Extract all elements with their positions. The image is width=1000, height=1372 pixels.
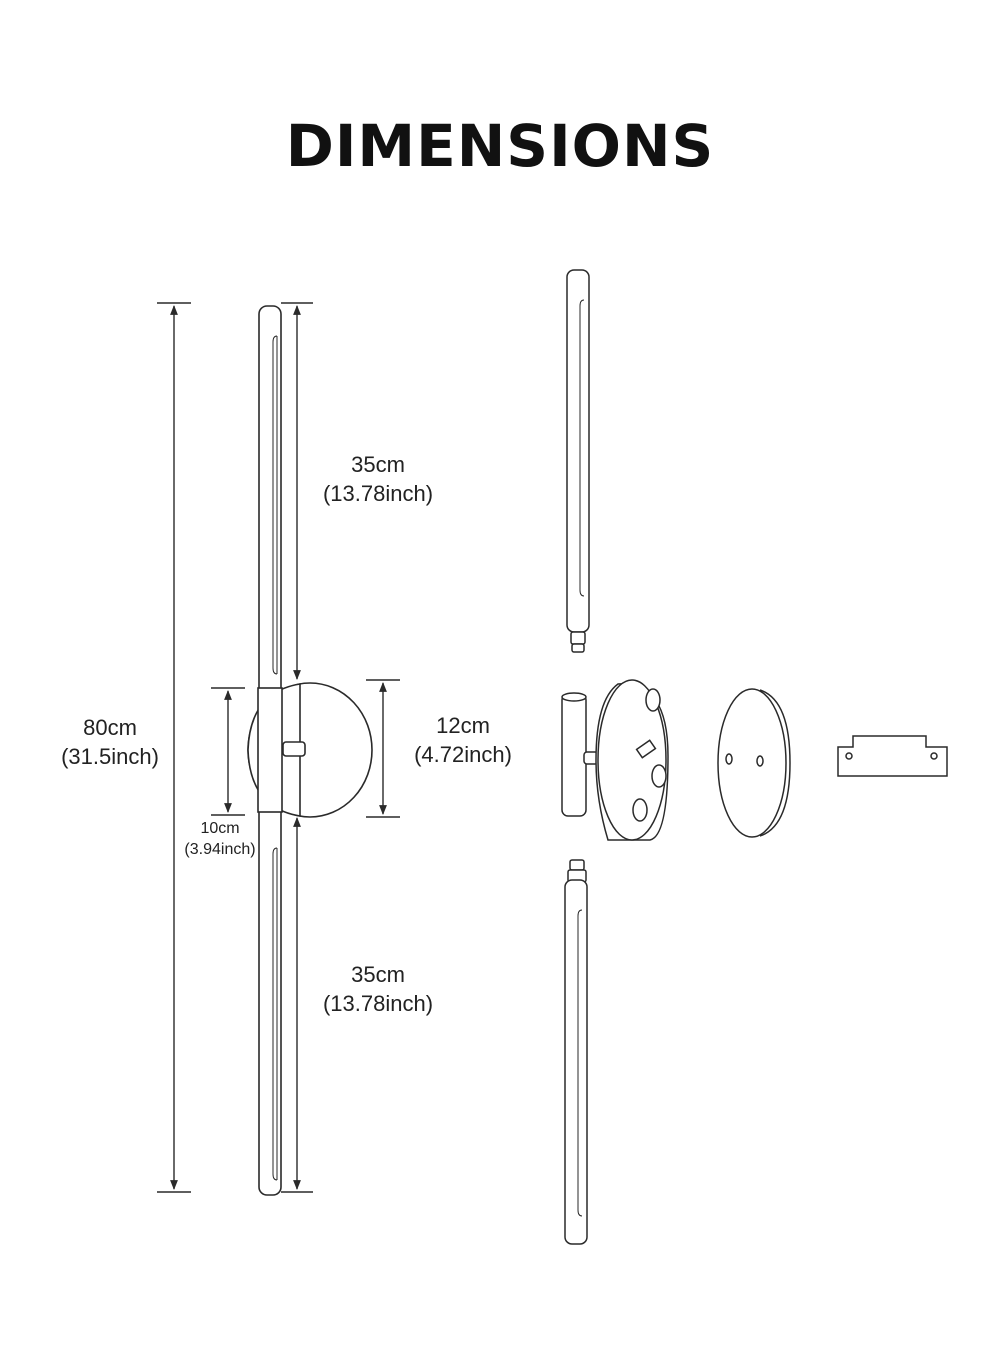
canopy-diameter-inch: (4.72inch): [414, 741, 512, 767]
lower-arm-inch: (13.78inch): [322, 990, 434, 1016]
dimension-lines: [157, 302, 400, 1193]
upper-arm-label: 35cm (13.78inch): [308, 451, 448, 508]
total-height-label: 80cm (31.5inch): [40, 714, 180, 771]
base-height-label: 10cm (3.94inch): [170, 819, 270, 861]
lower-tube-icon: [564, 859, 588, 1245]
lower-arm-label: 35cm (13.78inch): [308, 961, 448, 1018]
total-height-cm: 80cm: [83, 715, 137, 740]
canopy-body-icon: [595, 679, 669, 841]
lower-arm-cm: 35cm: [351, 962, 405, 987]
page-title: DIMENSIONS: [285, 112, 715, 180]
mounting-plate-icon: [717, 688, 791, 838]
upper-arm-inch: (13.78inch): [322, 480, 434, 506]
upper-arm-cm: 35cm: [351, 452, 405, 477]
connector-icon: [561, 692, 599, 817]
base-height-inch: (3.94inch): [184, 840, 256, 858]
canopy-diameter-cm: 12cm: [436, 713, 490, 738]
total-height-inch: (31.5inch): [61, 743, 159, 769]
lamp-stem: [282, 741, 306, 757]
canopy-diameter-label: 12cm (4.72inch): [393, 712, 533, 769]
base-height-cm: 10cm: [200, 820, 240, 837]
upper-tube-icon: [566, 269, 590, 653]
assembled-lamp: [247, 305, 373, 1196]
bracket-icon: [837, 735, 948, 777]
